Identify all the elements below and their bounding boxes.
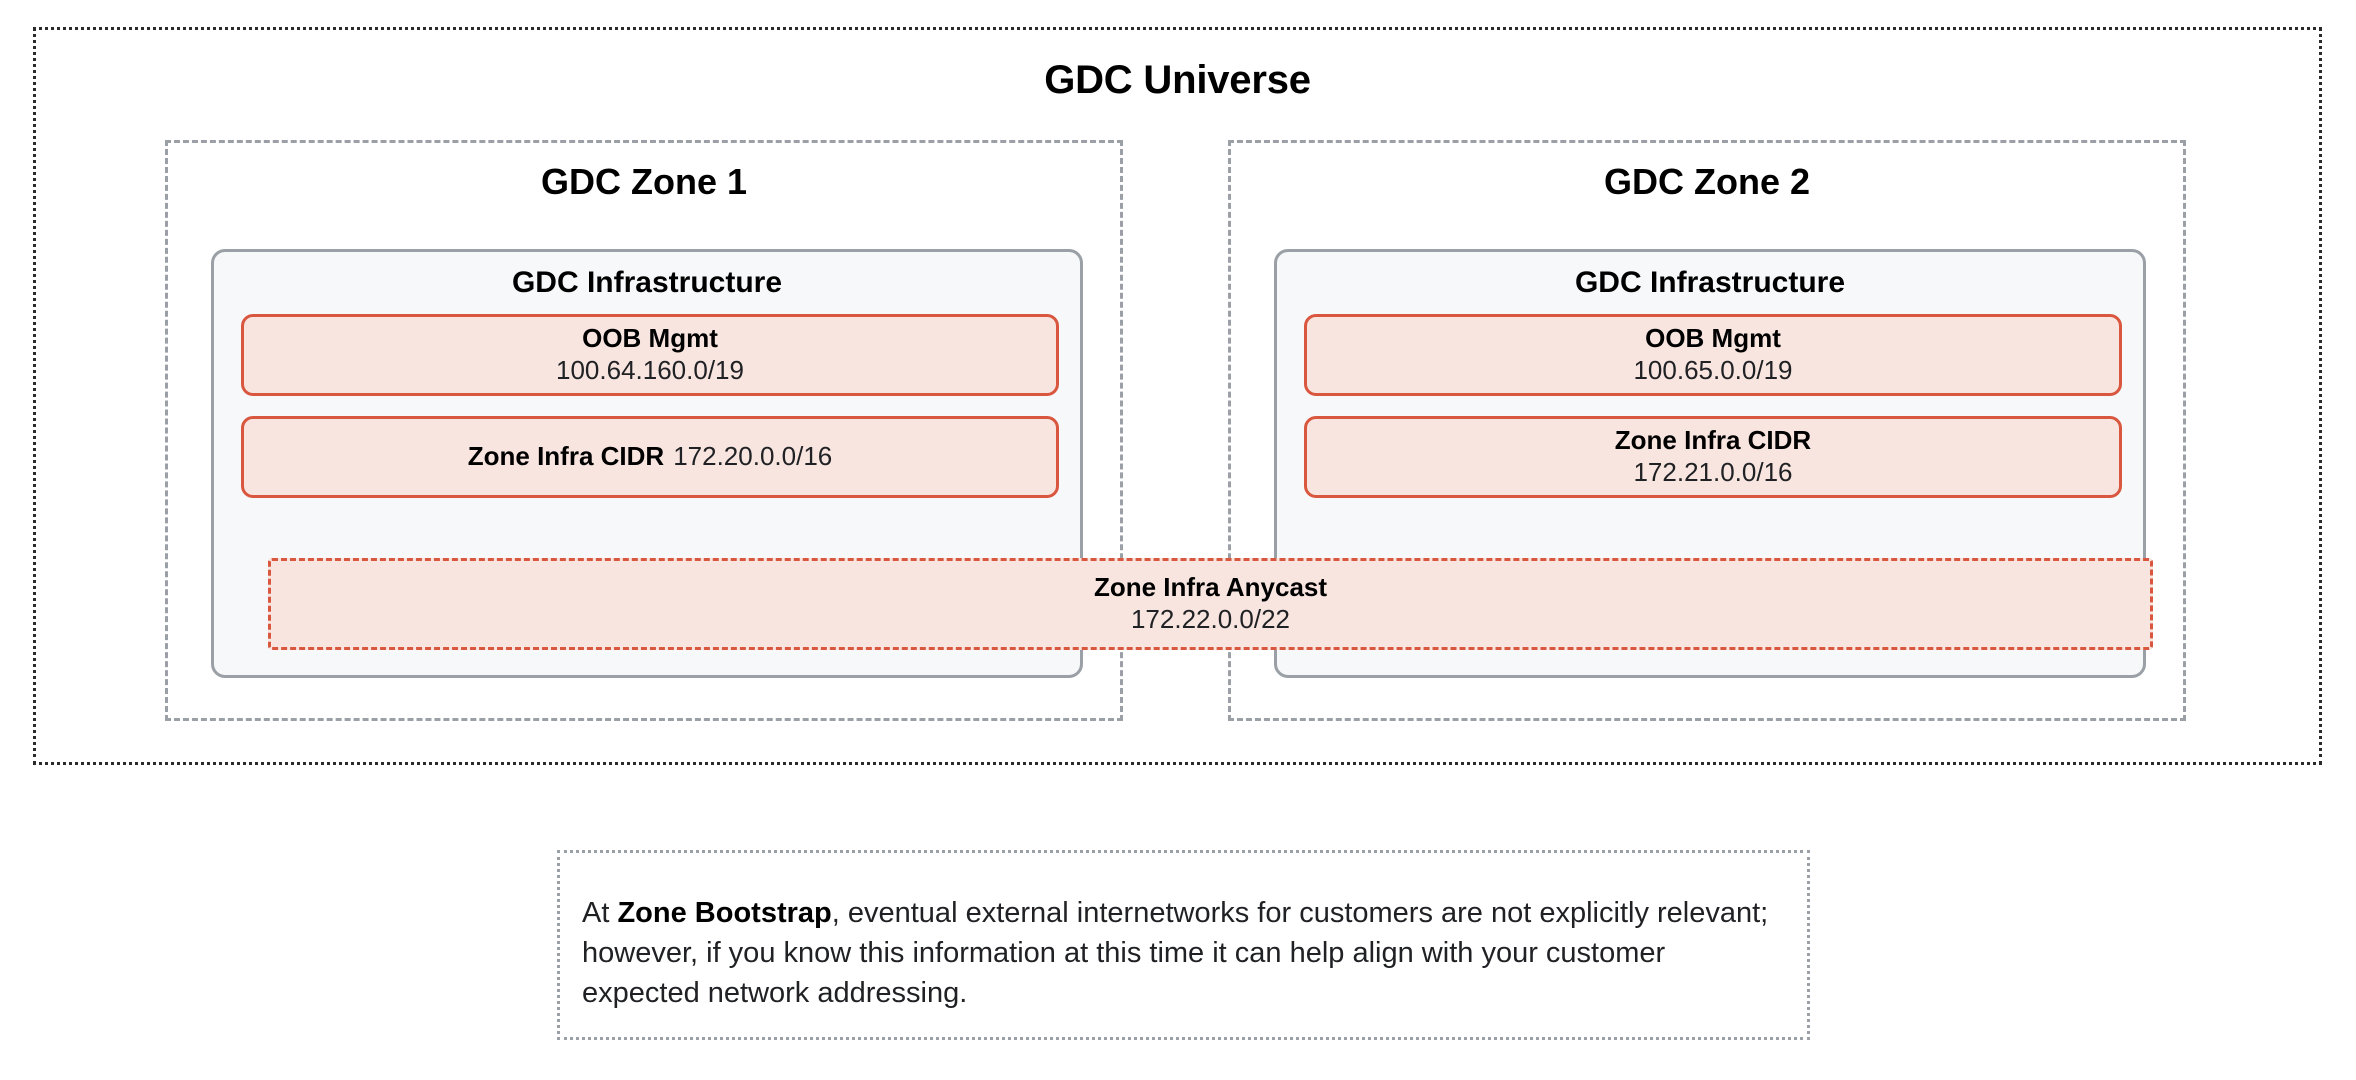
gdc-zone-1-infra-cidr-box: Zone Infra CIDR 172.20.0.0/16: [241, 416, 1059, 498]
note-body: , eventual external internetworks for cu…: [582, 897, 1769, 1010]
gdc-zone-2-oob-mgmt-box: OOB Mgmt 100.65.0.0/19: [1304, 314, 2122, 396]
zone-bootstrap-note-text: At Zone Bootstrap, eventual external int…: [582, 893, 1787, 1013]
gdc-zone-2-infrastructure-title: GDC Infrastructure: [1574, 266, 1846, 299]
note-emphasis: Zone Bootstrap: [617, 897, 832, 929]
gdc-universe-title: GDC Universe: [1044, 58, 1311, 102]
gdc-zone-2-infra-cidr-box: Zone Infra CIDR 172.21.0.0/16: [1304, 416, 2122, 498]
gdc-zone-2-infra-cidr-label: Zone Infra CIDR: [1614, 425, 1812, 456]
gdc-zone-1-oob-mgmt-value: 100.64.160.0/19: [556, 355, 744, 385]
gdc-zone-1-infra-cidr-label: Zone Infra CIDR: [467, 441, 665, 472]
zone-infra-anycast-label: Zone Infra Anycast: [1093, 572, 1328, 603]
zone-infra-anycast-box: Zone Infra Anycast 172.22.0.0/22: [268, 558, 2153, 650]
gdc-zone-1-oob-mgmt-label: OOB Mgmt: [582, 323, 718, 354]
gdc-zone-1-title: GDC Zone 1: [540, 161, 747, 202]
gdc-universe-container: GDC Universe GDC Zone 1 GDC Infrastructu…: [33, 27, 2322, 765]
gdc-zone-1-infra-cidr-row: Zone Infra CIDR 172.20.0.0/16: [468, 441, 833, 473]
gdc-zone-2-title: GDC Zone 2: [1603, 161, 1810, 202]
note-lead: At: [582, 897, 618, 929]
gdc-zone-2-infra-cidr-value: 172.21.0.0/16: [1633, 457, 1793, 487]
gdc-zone-1-infrastructure-title: GDC Infrastructure: [511, 266, 783, 299]
zone-bootstrap-note-box: At Zone Bootstrap, eventual external int…: [557, 850, 1810, 1040]
gdc-zone-2-oob-mgmt-value: 100.65.0.0/19: [1633, 355, 1793, 385]
zone-infra-anycast-value: 172.22.0.0/22: [1130, 604, 1291, 634]
gdc-zone-2-oob-mgmt-label: OOB Mgmt: [1645, 323, 1781, 354]
gdc-zone-1-oob-mgmt-box: OOB Mgmt 100.64.160.0/19: [241, 314, 1059, 396]
gdc-zone-1-infra-cidr-value: 172.20.0.0/16: [673, 441, 833, 472]
